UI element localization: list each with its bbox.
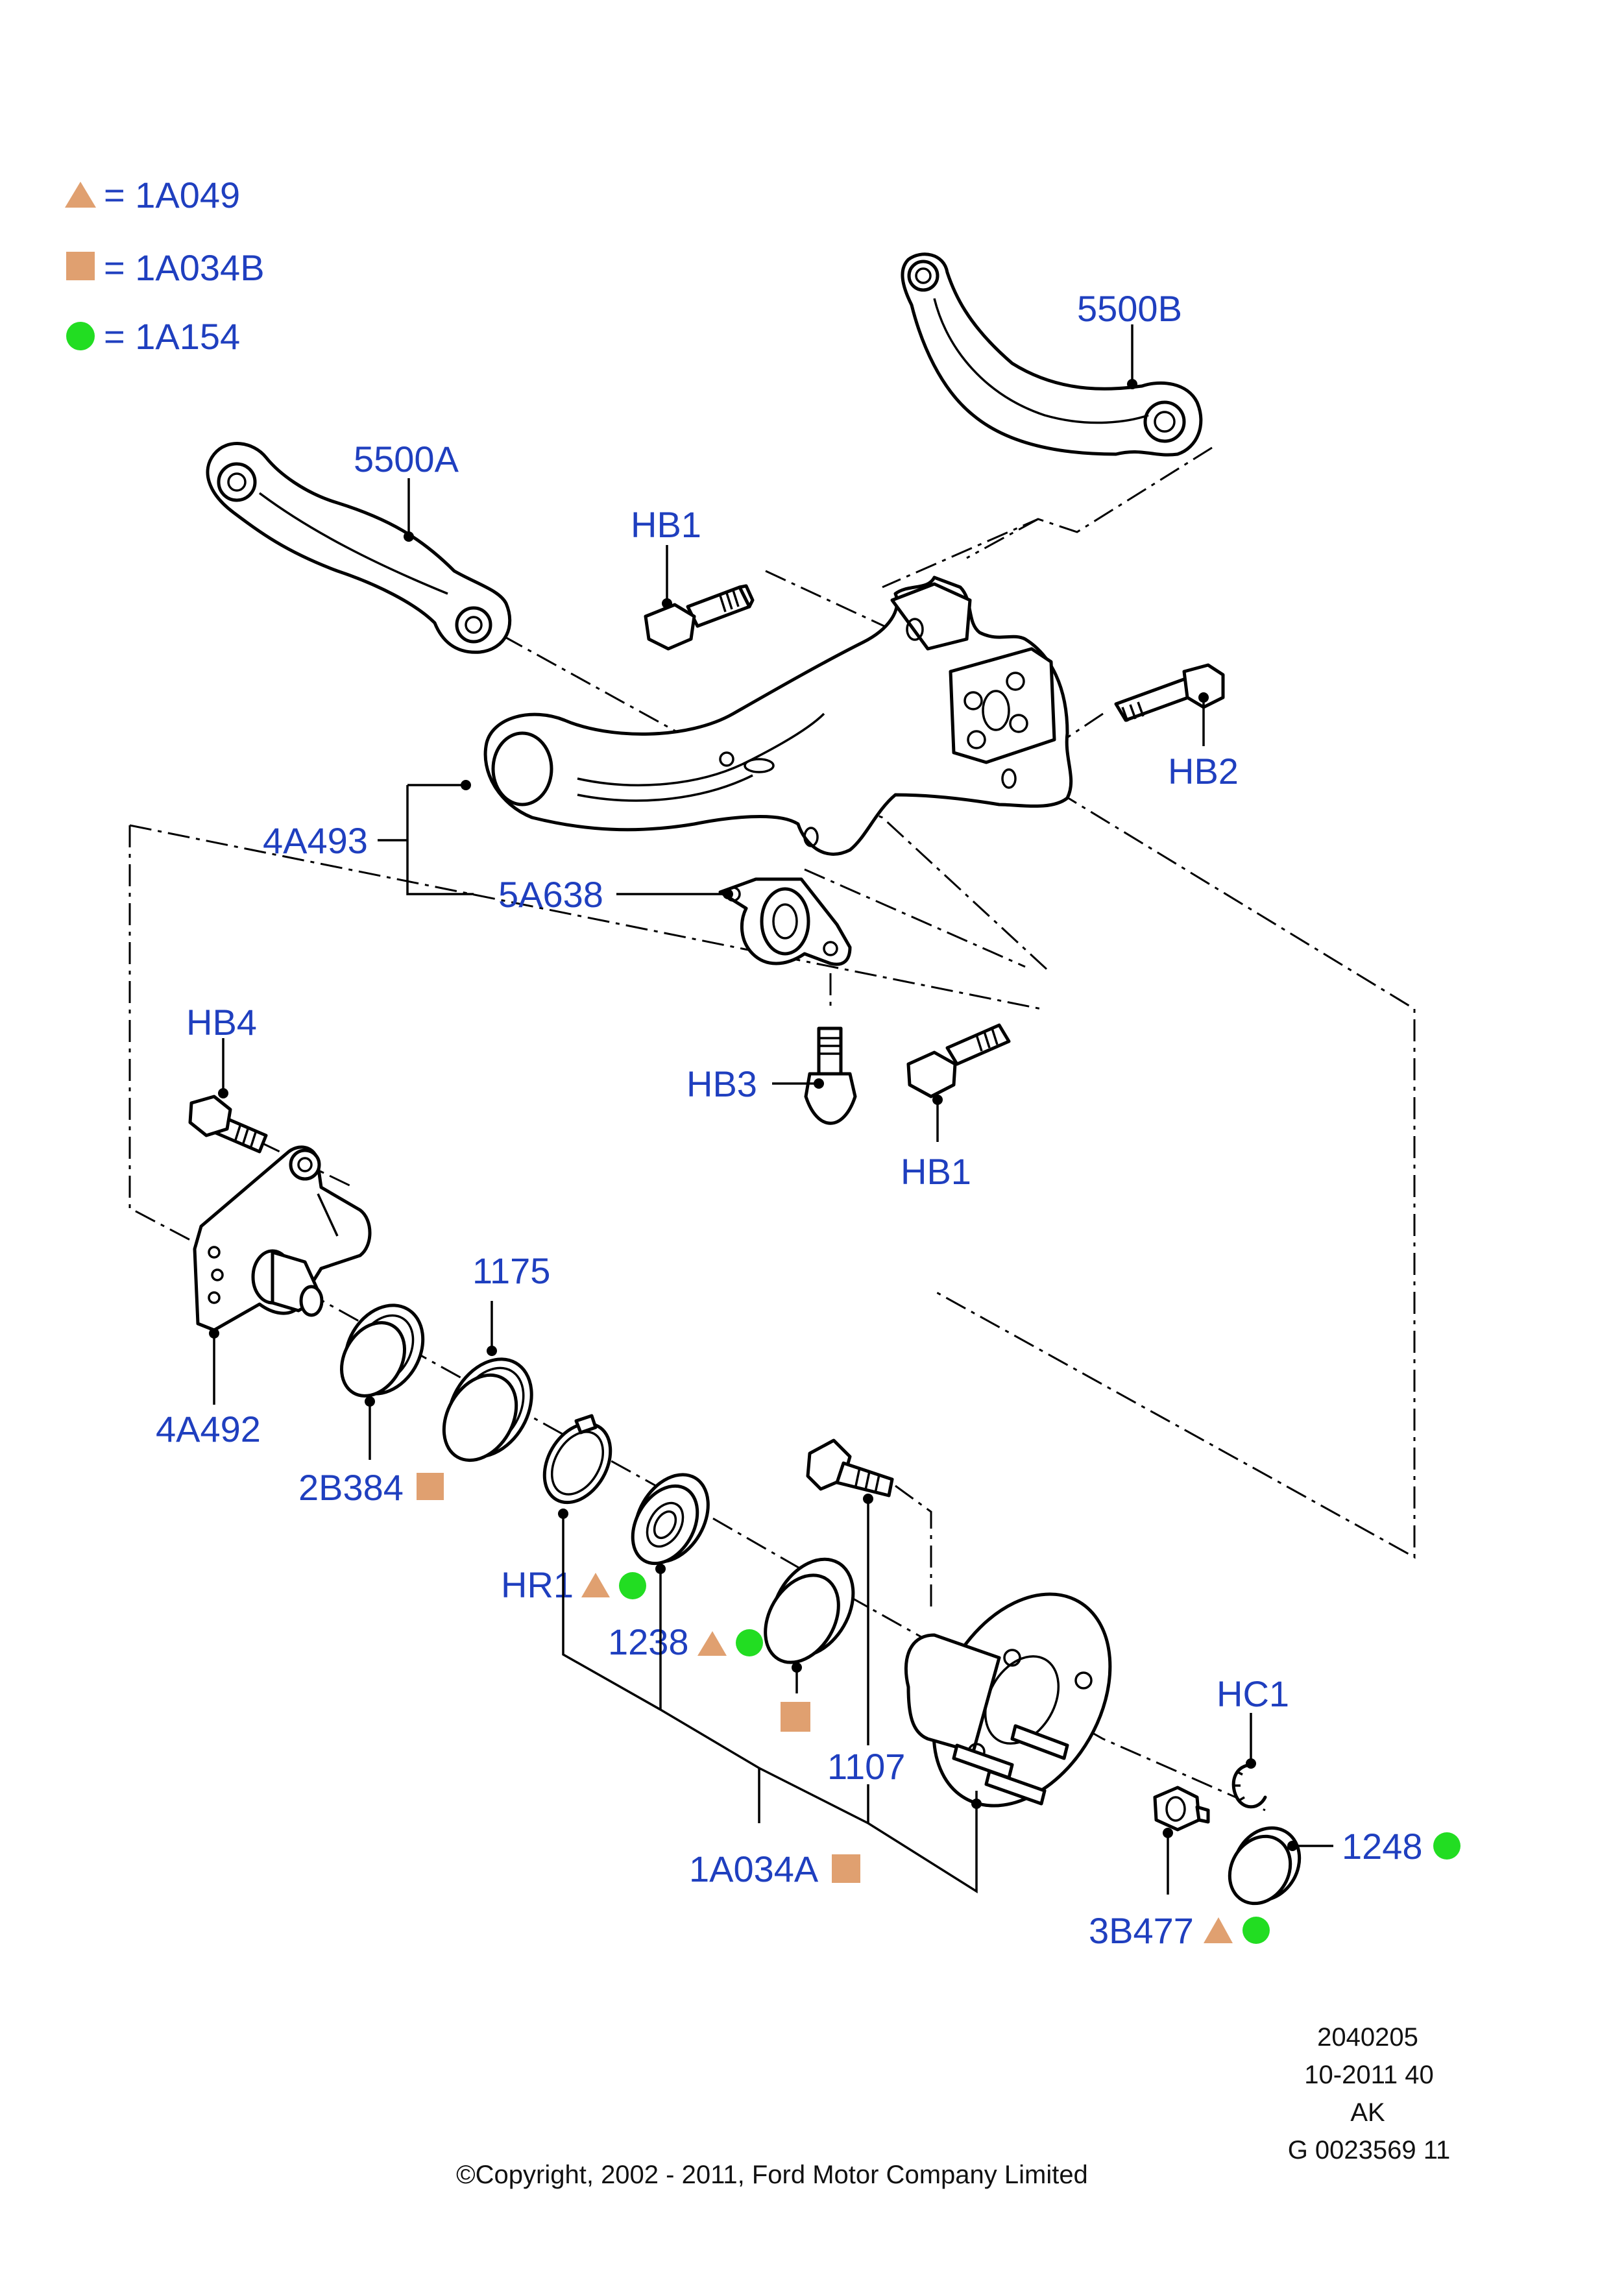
washer-1a034b xyxy=(764,1557,855,1664)
bolt-hb3 xyxy=(804,1026,857,1125)
legend: = 1A049 = 1A034B = 1A154 xyxy=(65,175,265,357)
callout-1248: 1248 xyxy=(1342,1826,1423,1867)
hub-nut-3b477 xyxy=(1153,1786,1210,1832)
bearing-1238 xyxy=(631,1473,710,1566)
callout-hr1: HR1 xyxy=(501,1564,574,1605)
circle-legend-icon xyxy=(66,322,95,350)
lower-control-arm-5500a xyxy=(206,442,512,654)
callout-hb3: HB3 xyxy=(686,1063,757,1104)
callout-1238: 1238 xyxy=(608,1621,689,1662)
bushing-5a638 xyxy=(718,877,852,966)
callout-5a638: 5A638 xyxy=(498,874,603,915)
square-marker-icon xyxy=(417,1473,444,1500)
callout-4a492: 4A492 xyxy=(156,1409,261,1449)
reference-line-2: 10-2011 40 xyxy=(1304,2061,1433,2089)
callout-hb1-top: HB1 xyxy=(631,504,701,545)
circle-marker-icon xyxy=(736,1629,763,1656)
circlip-hr1 xyxy=(542,1414,612,1505)
copyright-notice: ©Copyright, 2002 - 2011, Ford Motor Comp… xyxy=(456,2161,1088,2189)
upper-control-arm-5500b xyxy=(901,252,1203,457)
spindle-bracket-4a492 xyxy=(193,1145,372,1332)
callout-hb1-bottom: HB1 xyxy=(901,1151,971,1192)
triangle-marker-icon xyxy=(697,1631,727,1656)
spacer-2b384 xyxy=(340,1303,425,1398)
square-legend-icon xyxy=(66,252,95,280)
wheel-hub xyxy=(904,1592,1112,1808)
callout-hb4: HB4 xyxy=(186,1002,257,1043)
reference-line-4: G 0023569 11 xyxy=(1288,2136,1451,2164)
callout-1175: 1175 xyxy=(472,1250,550,1291)
callout-2b384: 2B384 xyxy=(298,1467,404,1508)
bolt-hb1-top xyxy=(644,584,755,651)
circle-marker-icon xyxy=(1242,1917,1270,1944)
legend-label-1a034b: = 1A034B xyxy=(104,247,265,288)
callout-hc1: HC1 xyxy=(1217,1673,1289,1714)
bolt-hb1-bottom xyxy=(906,1023,1011,1098)
square-marker-icon xyxy=(832,1854,860,1883)
triangle-legend-icon xyxy=(65,182,96,208)
knuckle-4a493 xyxy=(483,576,1073,856)
wheel-stud-1107 xyxy=(806,1438,894,1497)
callout-4a493: 4A493 xyxy=(263,820,368,861)
triangle-marker-icon xyxy=(1204,1917,1233,1943)
callout-1a034a: 1A034A xyxy=(689,1849,819,1889)
triangle-marker-icon xyxy=(581,1573,610,1597)
seal-1175 xyxy=(442,1357,533,1462)
reference-line-3: AK xyxy=(1350,2098,1385,2127)
legend-label-1a154: = 1A154 xyxy=(104,316,240,357)
locking-clip-hc1 xyxy=(1231,1763,1267,1809)
callout-1107: 1107 xyxy=(827,1746,905,1787)
callouts: 5500B 5500A HB1 HB2 4A493 5A638 HB4 HB3 xyxy=(156,288,1460,1951)
bolt-hb4 xyxy=(188,1095,268,1154)
dust-cap-1248 xyxy=(1228,1826,1302,1906)
legend-label-1a049: = 1A049 xyxy=(104,175,240,215)
reference-line-1: 2040205 xyxy=(1317,2023,1418,2052)
callout-5500b: 5500B xyxy=(1077,288,1182,329)
callout-5500a: 5500A xyxy=(354,439,459,479)
circle-marker-icon xyxy=(619,1572,646,1599)
circle-marker-icon xyxy=(1433,1832,1460,1860)
bolt-hb2 xyxy=(1114,663,1225,722)
square-marker-icon xyxy=(781,1702,810,1732)
callout-3b477: 3B477 xyxy=(1089,1910,1194,1951)
callout-hb2: HB2 xyxy=(1168,751,1239,792)
reference-block: 2040205 10-2011 40 AK G 0023569 11 xyxy=(1288,2023,1451,2164)
